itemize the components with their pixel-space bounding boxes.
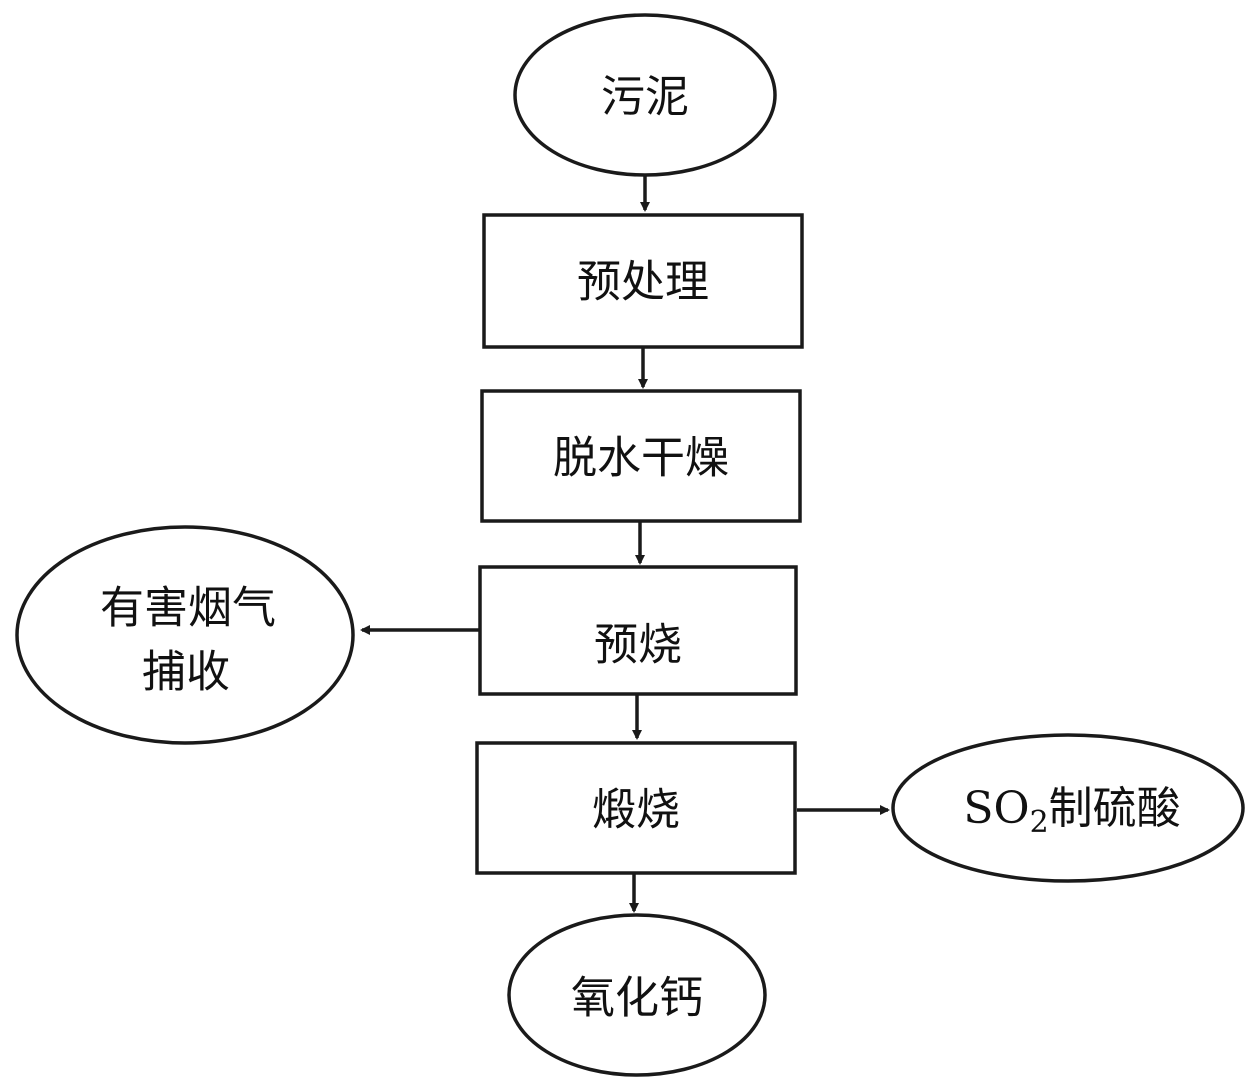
node-precalcination-label: 预烧 bbox=[594, 620, 682, 671]
so2-prefix: SO bbox=[963, 783, 1029, 834]
so2-subscript: 2 bbox=[1030, 805, 1049, 840]
node-so2-sulfuric-acid: SO2制硫酸 bbox=[891, 733, 1245, 883]
node-calcination: 煅烧 bbox=[475, 741, 797, 875]
node-calcium-oxide: 氧化钙 bbox=[507, 913, 767, 1077]
node-calcium-oxide-label: 氧化钙 bbox=[571, 973, 703, 1024]
node-sludge-label: 污泥 bbox=[601, 72, 689, 123]
so2-suffix: 制硫酸 bbox=[1049, 783, 1181, 834]
node-harmful-gas-capture: 有害烟气 捕收 bbox=[15, 525, 355, 745]
node-sludge: 污泥 bbox=[513, 13, 777, 177]
node-dewatering-drying: 脱水干燥 bbox=[480, 389, 802, 523]
node-dewatering-drying-label: 脱水干燥 bbox=[553, 433, 729, 484]
node-pretreatment-label: 预处理 bbox=[577, 257, 709, 308]
node-so2-label: SO2制硫酸 bbox=[963, 783, 1180, 840]
node-pretreatment: 预处理 bbox=[482, 213, 804, 349]
node-harmful-gas-label-line2: 捕收 bbox=[142, 647, 230, 698]
node-harmful-gas-label-line1: 有害烟气 bbox=[100, 583, 276, 634]
node-precalcination: 预烧 bbox=[478, 565, 798, 696]
node-calcination-label: 煅烧 bbox=[592, 785, 680, 836]
